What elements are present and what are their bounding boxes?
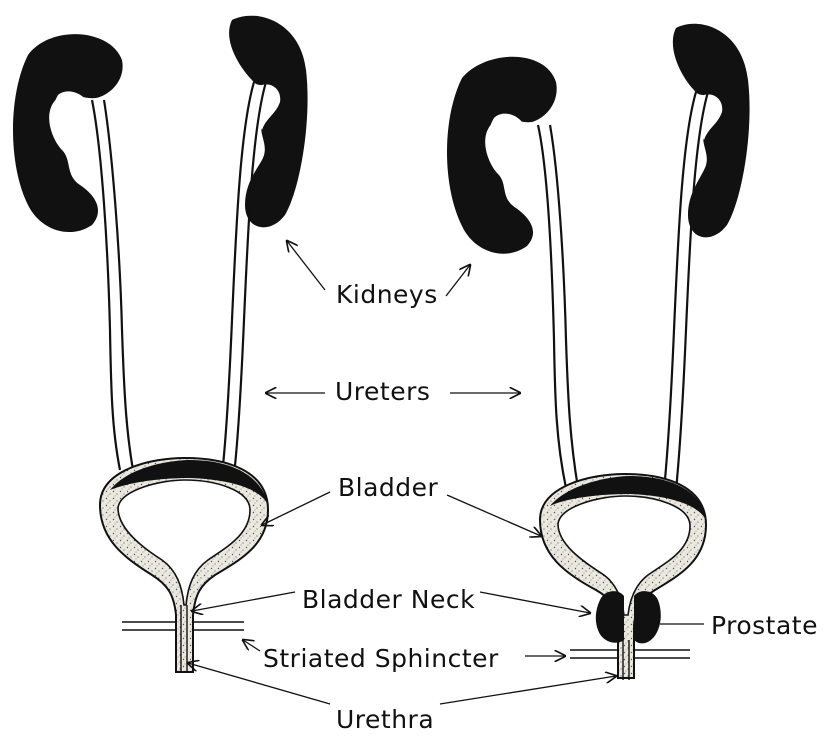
arrow-kidneys-left — [287, 241, 325, 290]
label-striated-sphincter: Striated Sphincter — [263, 645, 499, 673]
arrow-bladder-right — [447, 495, 541, 536]
label-urethra: Urethra — [336, 706, 434, 734]
arrow-bladder-left — [262, 492, 330, 525]
right-figure-kidney-left — [447, 57, 557, 254]
left-figure-ureter-left — [92, 100, 120, 470]
arrow-bladder-neck-left — [192, 592, 295, 611]
right-urinary-system — [447, 24, 750, 680]
left-figure-kidney-right — [229, 16, 307, 228]
arrow-kidneys-right — [446, 265, 470, 296]
label-bladder: Bladder — [338, 474, 438, 502]
arrow-striated-sphincter-left — [243, 640, 260, 651]
right-figure-ureter-left — [538, 125, 566, 488]
label-prostate: Prostate — [711, 612, 818, 640]
arrow-urethra-right — [440, 676, 616, 704]
left-figure-kidney-left — [13, 34, 123, 232]
label-ureters: Ureters — [335, 378, 430, 406]
left-urinary-system — [13, 16, 308, 672]
label-bladder-neck: Bladder Neck — [302, 586, 475, 614]
arrow-bladder-neck-right — [480, 592, 590, 613]
right-figure-kidney-right — [673, 24, 750, 238]
label-kidneys: Kidneys — [336, 281, 438, 309]
